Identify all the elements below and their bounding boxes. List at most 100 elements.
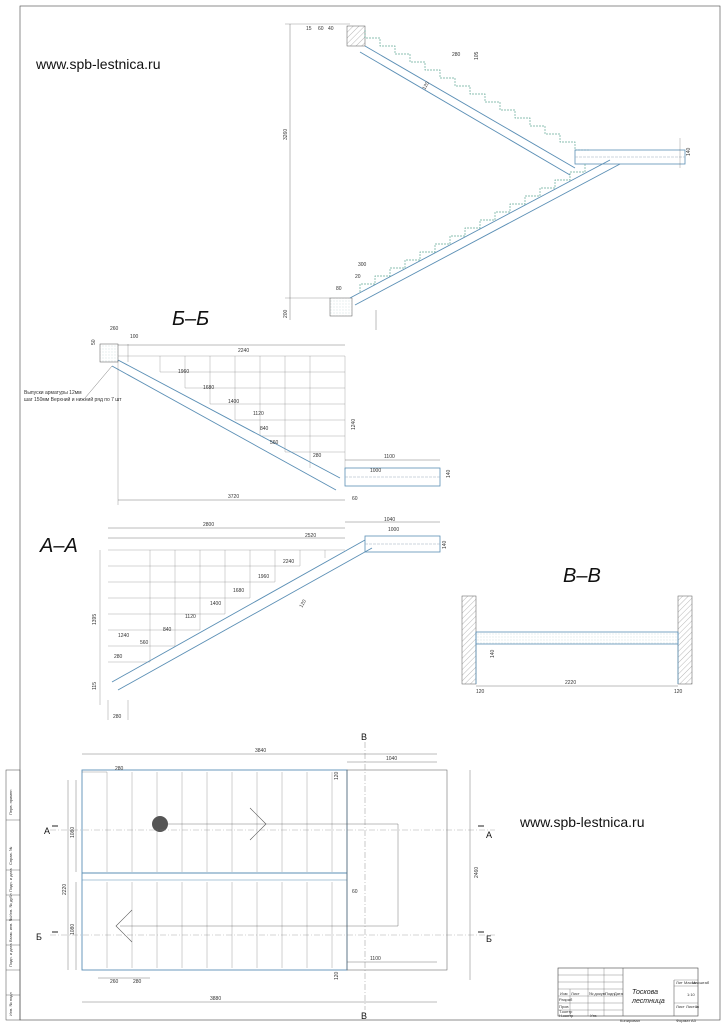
tb-mass: Масса <box>684 980 697 985</box>
section-aa: А–А 2800 2520 10 <box>39 517 448 720</box>
bb-dim-280: 280 <box>313 453 322 459</box>
plan-arrow-down <box>115 909 133 943</box>
title-block: Изм Лист № докум Подп Дата Разраб Пров Т… <box>557 967 710 1023</box>
section-vv: В–В 140 2220 120 120 <box>461 565 693 695</box>
marker-v-bottom: В <box>361 1011 367 1021</box>
dim-140: 140 <box>686 147 692 156</box>
aa-dim-1395: 1395 <box>92 614 98 625</box>
tb-format-val: А3 <box>691 1018 697 1023</box>
bb-dim-1400: 1400 <box>228 399 239 405</box>
aa-flight-bottom <box>117 547 373 691</box>
tb-name-2: лестница <box>631 998 665 1005</box>
tb-razrab: Разраб <box>559 997 573 1002</box>
aa-flight-top <box>111 539 366 683</box>
aa-dim-2800: 2800 <box>203 522 214 528</box>
tb-nkontr: Н.контр <box>559 1013 574 1018</box>
dim-15: 15 <box>306 26 312 32</box>
vv-dim-2220: 2220 <box>565 680 576 686</box>
aa-dim-1000: 1000 <box>388 527 399 533</box>
dim-200: 200 <box>283 309 289 318</box>
plan-dim-3880: 3880 <box>210 996 221 1002</box>
svg-text:Перв. примен: Перв. примен <box>8 790 13 815</box>
tb-tkontr: Т.контр <box>559 1009 573 1014</box>
aa-dim-280b: 280 <box>113 714 122 720</box>
plan-dim-120a: 120 <box>334 771 340 780</box>
bb-dim-50: 50 <box>91 339 97 345</box>
tb-izm: Изм <box>560 991 568 996</box>
bb-top-block <box>99 343 119 363</box>
dim-280: 280 <box>452 52 461 58</box>
svg-text:Инв. № подл: Инв. № подл <box>8 992 13 1016</box>
plan-dim-1080b: 1080 <box>70 924 76 935</box>
plan-dim-280: 280 <box>115 766 124 772</box>
bb-dim-140: 140 <box>446 469 452 478</box>
tb-scale: 1:10 <box>687 992 696 997</box>
sheet-frame <box>19 5 721 1021</box>
vv-dim-120a: 120 <box>476 689 485 695</box>
aa-dim-560: 560 <box>140 640 149 646</box>
bb-step-grid <box>118 355 346 470</box>
tb-sheets: Листов <box>686 1004 699 1009</box>
bb-dim-1000: 1000 <box>370 468 381 474</box>
aa-step-grid <box>108 549 345 663</box>
tb-data: Дата <box>614 991 624 996</box>
tb-prov: Пров <box>559 1004 568 1009</box>
dim-40: 40 <box>328 26 334 32</box>
svg-text:Подп. и дата: Подп. и дата <box>8 868 13 892</box>
plan-treads-upper <box>106 772 333 872</box>
bb-flight-top <box>117 359 341 479</box>
side-stamp: Перв. примен Справ. № Подп. и дата Инв. … <box>5 769 21 1021</box>
vv-left-wall <box>461 595 477 685</box>
plan-dim-2460: 2460 <box>474 867 480 878</box>
aa-dim-2520: 2520 <box>305 533 316 539</box>
svg-text:Взам. инв. №: Взам. инв. № <box>8 917 13 942</box>
bb-note-line2: шаг 150мм Верхний и нижний ряд по 7 шт <box>24 396 122 403</box>
bb-dim-1100: 1100 <box>384 454 395 460</box>
aa-dim-2240: 2240 <box>283 559 294 565</box>
aa-dim-1960: 1960 <box>258 574 269 580</box>
aa-dim-115: 115 <box>92 682 98 690</box>
bb-dim-3720: 3720 <box>228 494 239 500</box>
section-aa-title: А–А <box>39 535 78 557</box>
svg-text:Подп. и дата: Подп. и дата <box>8 943 13 967</box>
plan-arrow-up <box>249 807 267 841</box>
marker-b-right: Б <box>486 934 492 944</box>
lower-flight-soffit <box>354 163 621 306</box>
tb-sheet: Лист <box>676 1004 685 1009</box>
bb-dim-1240: 1240 <box>351 419 357 430</box>
plan-dim-280b: 280 <box>133 979 142 985</box>
upper-flight-soffit <box>364 45 576 169</box>
plan-view: 3840 1040 280 1080 1080 2220 2460 60 110… <box>36 732 495 1021</box>
vv-slab <box>475 631 679 645</box>
tb-format: Формат <box>676 1018 690 1023</box>
tb-ndoc: № докум <box>589 991 606 996</box>
dim-20: 20 <box>355 274 361 280</box>
svg-text:Инв. № дубл: Инв. № дубл <box>8 893 13 917</box>
bb-dim-100: 100 <box>130 334 139 340</box>
lower-flight-steps <box>359 164 586 292</box>
plan-start-dot <box>152 816 168 832</box>
aa-dim-120: 120 <box>299 599 308 609</box>
plan-dim-1040: 1040 <box>386 756 397 762</box>
aa-dim-1120: 1120 <box>185 614 196 620</box>
marker-v-top: В <box>361 732 367 742</box>
tb-sheets-val: 1 <box>695 1004 698 1009</box>
dim-60: 60 <box>318 26 324 32</box>
plan-dim-120b: 120 <box>334 971 340 980</box>
plan-dim-260: 260 <box>110 979 119 985</box>
bb-dim-1960: 1960 <box>178 369 189 375</box>
tb-podp: Подп <box>605 991 615 996</box>
aa-dim-1040: 1040 <box>384 517 395 523</box>
watermark-top: www.spb-lestnica.ru <box>36 56 161 72</box>
tb-scale-h: Масштаб <box>692 980 710 985</box>
plan-dim-3840: 3840 <box>255 748 266 754</box>
section-bb: Б–Б 260 100 50 <box>24 308 452 505</box>
plan-dim-60: 60 <box>352 889 358 895</box>
vv-dim-120b: 120 <box>674 689 683 695</box>
bb-dim-560: 560 <box>270 440 279 446</box>
dim-300: 300 <box>358 262 367 268</box>
elevation-view: 3260 280 105 120 140 300 20 200 15 60 40… <box>283 23 692 330</box>
marker-a-right: А <box>486 830 492 840</box>
plan-outline <box>81 769 348 971</box>
watermark-bottom: www.spb-lestnica.ru <box>520 814 645 830</box>
